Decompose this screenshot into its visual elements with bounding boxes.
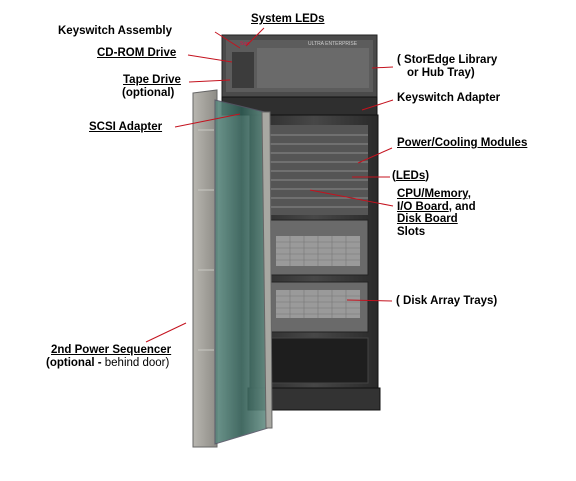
top-name-badge: ULTRA ENTERPRISE bbox=[308, 41, 358, 47]
power-seq-behind-door: behind door) bbox=[104, 357, 170, 369]
label-power-cooling[interactable]: Power/Cooling Modules bbox=[397, 137, 528, 149]
label-cpu-memory[interactable]: CPU/Memory, bbox=[397, 188, 471, 200]
label-disk-array-trays: ( Disk Array Trays) bbox=[396, 295, 498, 307]
open-front-door bbox=[192, 89, 273, 448]
label-storedge-line1: ( StorEdge Library bbox=[397, 54, 498, 66]
sun-logo-top: Sun bbox=[240, 41, 249, 47]
label-power-sequencer-note: (optional - behind door) bbox=[46, 357, 169, 370]
leds-open: ( bbox=[392, 170, 396, 182]
label-tape-drive[interactable]: Tape Drive bbox=[123, 74, 181, 86]
power-seq-optional: (optional - bbox=[46, 357, 105, 369]
leds-close: ) bbox=[425, 170, 430, 182]
io-board-link[interactable]: I/O Board bbox=[397, 201, 449, 213]
disk-array-tray-1 bbox=[267, 219, 369, 276]
leds-link[interactable]: LEDs bbox=[395, 170, 426, 182]
label-keyswitch-adapter: Keyswitch Adapter bbox=[397, 92, 501, 104]
label-tape-optional: (optional) bbox=[122, 87, 175, 99]
disk-array-tray-2 bbox=[267, 281, 369, 333]
board-slots bbox=[268, 125, 368, 215]
leader-lines bbox=[145, 27, 394, 343]
label-storedge-line2: or Hub Tray) bbox=[407, 67, 475, 79]
label-leds: (LEDs) bbox=[392, 170, 429, 183]
label-system-leds[interactable]: System LEDs bbox=[251, 13, 325, 25]
label-slots: Slots bbox=[397, 226, 426, 238]
top-storedge-tray: Sun ULTRA ENTERPRISE bbox=[221, 34, 378, 98]
label-keyswitch-assembly: Keyswitch Assembly bbox=[58, 25, 172, 37]
label-cdrom-drive[interactable]: CD-ROM Drive bbox=[97, 47, 177, 59]
label-power-sequencer[interactable]: 2nd Power Sequencer bbox=[51, 344, 172, 356]
label-disk-board[interactable]: Disk Board bbox=[397, 213, 458, 225]
label-scsi-adapter[interactable]: SCSI Adapter bbox=[89, 121, 163, 133]
io-and: , and bbox=[448, 201, 476, 213]
bottom-compartment bbox=[267, 337, 369, 384]
label-io-board: I/O Board, and bbox=[397, 201, 476, 214]
